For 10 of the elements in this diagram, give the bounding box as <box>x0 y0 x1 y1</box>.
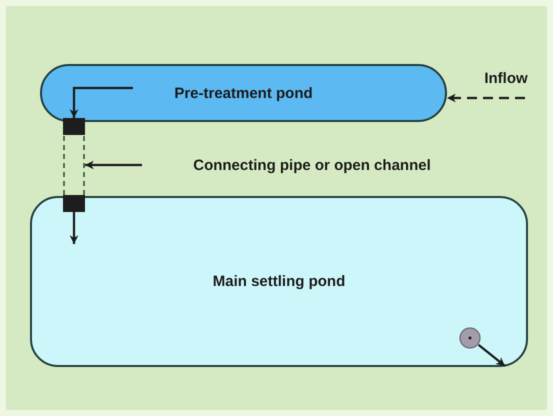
edge-label: Inflow <box>484 70 528 86</box>
pond-label: Pre-treatment pond <box>174 84 313 102</box>
pond-shape <box>30 196 528 367</box>
arrow <box>478 344 506 367</box>
dashed-arrow <box>447 94 525 102</box>
arrow <box>70 86 133 118</box>
arrow <box>70 212 78 244</box>
pond-label: Main settling pond <box>212 273 346 290</box>
arrow <box>85 160 142 170</box>
callout-label: Connecting pipe or open channel <box>193 156 431 174</box>
